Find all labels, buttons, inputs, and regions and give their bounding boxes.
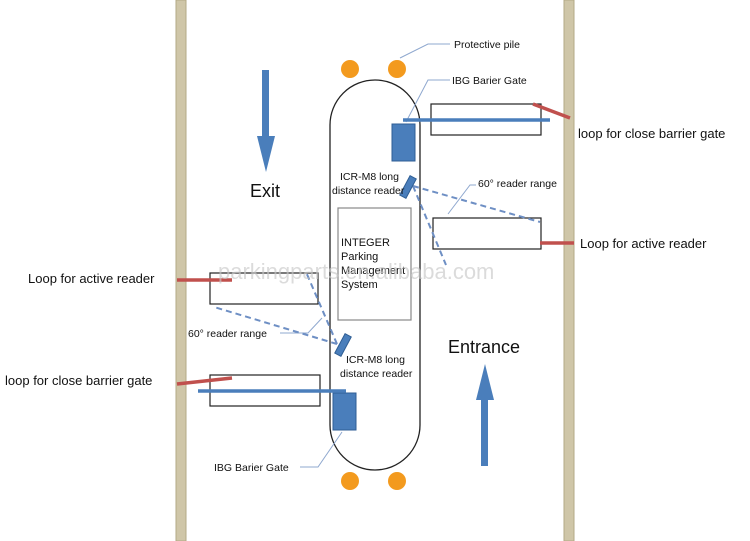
protective-pile-bottom-right	[388, 472, 406, 490]
left-wall	[175, 0, 187, 541]
reader-top-label-line1: ICR-M8 long	[340, 171, 399, 183]
leader-ibg-bottom	[300, 431, 343, 468]
loop-close-right-label: loop for close barrier gate	[578, 126, 725, 141]
system-label-line3: Management	[341, 265, 405, 277]
reader-bottom-label-line1: ICR-M8 long	[346, 354, 405, 366]
reader-top-label-line2: distance reader	[332, 185, 405, 197]
system-label-line2: Parking	[341, 251, 378, 263]
loop-active-left-box	[209, 272, 319, 305]
range-top-label: 60° reader range	[478, 178, 557, 190]
leader-ibg-top	[405, 79, 450, 123]
reader-range-top-upper	[412, 185, 541, 223]
system-label-line4: System	[341, 279, 378, 291]
system-label-line1: INTEGER	[341, 237, 390, 249]
loop-active-right-label: Loop for active reader	[580, 236, 707, 251]
reader-range-top-lower	[412, 185, 447, 266]
right-wall	[563, 0, 575, 541]
leader-protective-pile	[399, 43, 450, 59]
leader-range-top	[447, 184, 476, 215]
ibg-barrier-gate-bottom	[332, 392, 357, 431]
loop-active-right-box	[432, 217, 542, 250]
leader-range-bottom	[280, 317, 323, 334]
ibg-gate-bottom-label: IBG Barier Gate	[214, 462, 289, 474]
protective-pile-top-left	[341, 60, 359, 78]
icr-m8-reader-top	[399, 174, 417, 200]
reader-range-bottom-upper	[305, 271, 338, 345]
ibg-barrier-gate-top	[391, 123, 416, 162]
reader-bottom-label-line2: distance reader	[340, 368, 413, 380]
management-system-box	[337, 207, 412, 321]
ibg-gate-top-label: IBG Barier Gate	[452, 75, 527, 87]
watermark: parkingparts.en.alibaba.com	[218, 259, 494, 284]
reader-range-bottom-lower	[213, 306, 338, 345]
exit-label: Exit	[250, 181, 280, 201]
range-bottom-label: 60° reader range	[188, 328, 267, 340]
exit-arrow	[257, 70, 275, 172]
icr-m8-reader-bottom	[334, 332, 352, 358]
entrance-arrow	[476, 364, 494, 466]
entrance-label: Entrance	[448, 337, 520, 357]
loop-close-right-bar	[532, 102, 571, 120]
protective-pile-bottom-left	[341, 472, 359, 490]
loop-close-left-label: loop for close barrier gate	[5, 373, 152, 388]
protective-pile-label: Protective pile	[454, 39, 520, 51]
protective-pile-top-right	[388, 60, 406, 78]
loop-close-left-bar	[176, 376, 233, 386]
loop-active-left-label: Loop for active reader	[28, 271, 155, 286]
